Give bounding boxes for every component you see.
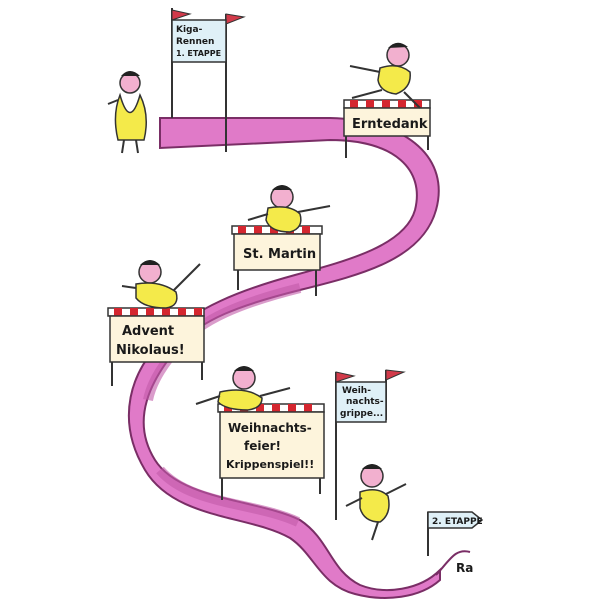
start-banner-line: 1. ETAPPE — [176, 49, 221, 58]
hurdle-sign — [109, 315, 205, 363]
hurdle-erntedank: Erntedank — [343, 99, 431, 158]
child-runner — [345, 464, 407, 541]
child-runner — [247, 185, 331, 233]
hurdle-sign — [233, 233, 321, 271]
start-banner-line: Kiga- — [176, 25, 203, 35]
child-runner — [195, 366, 291, 411]
hurdle-label: St. Martin — [243, 247, 316, 262]
finish-sign: 2. ETAPPE — [427, 511, 484, 556]
hurdle-sign — [343, 107, 431, 137]
grippe-line: nachts- — [346, 397, 384, 407]
hurdle-weihnachten: Weihnachts- feier! Krippenspiel!! — [217, 403, 325, 500]
hurdle-label: Krippenspiel!! — [226, 458, 314, 471]
track-tail — [435, 550, 471, 576]
hurdle-label: Erntedank — [352, 117, 428, 132]
child-runner — [121, 260, 201, 309]
grippe-line: Weih- — [342, 386, 371, 396]
artist-signature: Ra — [456, 561, 473, 575]
hurdle-label: feier! — [244, 439, 281, 453]
hurdle-sign — [219, 411, 325, 479]
child-runner — [349, 42, 421, 109]
track-shading — [156, 466, 301, 527]
hurdle-advent: Advent Nikolaus! — [107, 307, 205, 386]
grippe-line: grippe... — [340, 409, 383, 419]
hurdle-label: Advent — [122, 324, 174, 339]
start-flags: Kiga- Rennen 1. ETAPPE — [171, 8, 246, 152]
hurdle-label: Weihnachts- — [228, 421, 312, 435]
grippe-sign: Weih- nachts- grippe... — [335, 369, 406, 520]
finish-label: 2. ETAPPE — [432, 517, 483, 527]
teacher-figure — [107, 71, 147, 154]
start-banner — [171, 19, 227, 63]
start-banner-line: Rennen — [176, 37, 214, 47]
hurdle-label: Nikolaus! — [116, 343, 185, 358]
